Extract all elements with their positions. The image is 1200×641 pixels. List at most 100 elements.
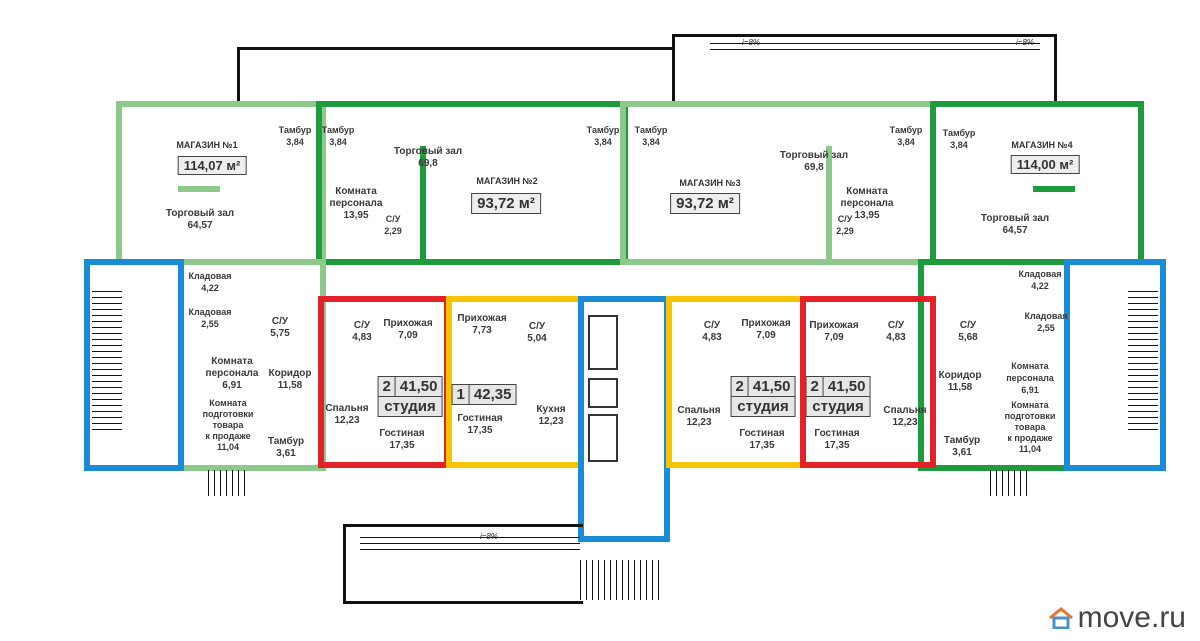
- room-text: 3,84: [594, 137, 612, 147]
- room-text: Коридор: [938, 370, 982, 381]
- room-text: Кладовая: [1024, 311, 1068, 321]
- apartment-rooms: 1: [453, 385, 470, 404]
- room-text: Комната персонала: [329, 186, 383, 209]
- stairs: [990, 470, 1028, 496]
- room-text: 2,29: [836, 226, 854, 236]
- room-text: Тамбур: [278, 125, 312, 135]
- stairs: [208, 470, 246, 496]
- shop-area: 114,00 м²: [1010, 155, 1080, 174]
- room-text: Тамбур: [634, 125, 668, 135]
- watermark: move.ru: [1048, 601, 1186, 635]
- room-text: 17,35: [389, 440, 415, 451]
- apartment-area: 41,50: [399, 378, 438, 395]
- room-text: Торговый зал: [393, 146, 463, 157]
- room-text: 12,23: [334, 415, 360, 426]
- room-text: Спальня: [325, 403, 369, 414]
- room-text: Тамбур: [942, 128, 976, 138]
- room-text: 5,75: [270, 328, 290, 339]
- room-label: Тамбур 3,84: [890, 124, 923, 148]
- room-text: 3,84: [897, 137, 915, 147]
- room-text: 69,8: [804, 162, 824, 173]
- room-text: 5,68: [958, 332, 978, 343]
- terrace-outline: [672, 34, 1057, 104]
- room-text: Тамбур: [321, 125, 355, 135]
- apartment-area: 42,35: [473, 386, 512, 403]
- shop-area: 114,07 м²: [177, 156, 247, 175]
- room-text: Спальня: [883, 405, 927, 416]
- staff-room-wall: [826, 146, 936, 265]
- room-text: 69,8: [418, 158, 438, 169]
- room-text: Тамбур: [889, 125, 923, 135]
- room-text: 11,58: [947, 382, 973, 393]
- room-text: 64,57: [1002, 225, 1028, 236]
- stairs: [92, 290, 122, 430]
- room-text: 64,57: [187, 220, 213, 231]
- room-text: 5,04: [527, 333, 547, 344]
- room-text: Комната персонала: [1006, 361, 1054, 383]
- room-text: 12,23: [686, 417, 712, 428]
- house-logo-icon: [1048, 607, 1073, 629]
- room-text: С/У: [528, 321, 546, 332]
- room-text: 3,84: [950, 140, 968, 150]
- apartment-area: 41,50: [827, 378, 866, 395]
- stairs: [580, 560, 660, 600]
- room-text: 4,22: [1031, 281, 1049, 291]
- room-text: Комната подготовки товара к продаже: [202, 398, 254, 441]
- terrace-outline: [237, 47, 675, 103]
- elevator-shaft: [588, 414, 618, 462]
- room-text: Прихожая: [809, 320, 859, 331]
- room-text: Тамбур: [267, 436, 305, 447]
- elevator-shaft: [588, 378, 618, 408]
- stairs: [1128, 290, 1158, 430]
- apartment-type: студия: [378, 396, 442, 416]
- apartment-4: [800, 296, 936, 468]
- room-text: 2,55: [201, 319, 219, 329]
- room-text: 2,29: [384, 226, 402, 236]
- room-text: 11,04: [216, 442, 240, 452]
- room-text: 2,55: [1037, 323, 1055, 333]
- ramp-hatching: [710, 40, 1040, 50]
- room-label: С/У 2,29: [384, 213, 402, 237]
- ramp-slope-label: i=8%: [742, 38, 761, 47]
- room-text: 11,58: [277, 380, 303, 391]
- shop-title: МАГАЗИН №2: [476, 176, 538, 186]
- room-text: С/У: [959, 320, 977, 331]
- room-text: С/У: [353, 320, 371, 331]
- room-text: Гостиная: [379, 428, 425, 439]
- room-text: Гостиная: [739, 428, 785, 439]
- room-text: 12,23: [538, 416, 564, 427]
- room-text: С/У: [887, 320, 905, 331]
- room-text: Комната персонала: [840, 186, 894, 209]
- apartment-rooms: 2: [807, 377, 824, 396]
- room-text: Торговый зал: [165, 208, 235, 219]
- room-text: С/У: [385, 214, 401, 224]
- room-text: С/У: [703, 320, 721, 331]
